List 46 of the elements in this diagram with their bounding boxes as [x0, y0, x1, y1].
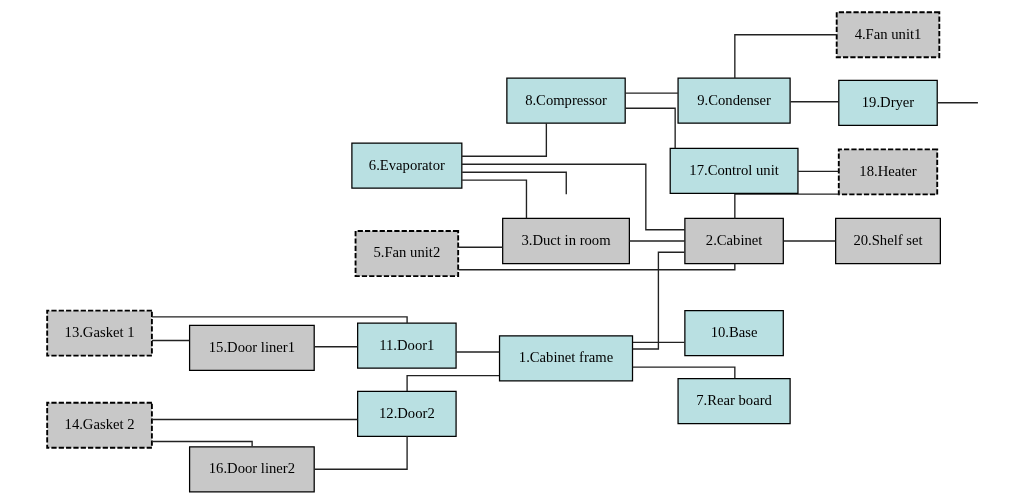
node-box: 9.Condenser — [676, 77, 791, 124]
connector — [457, 263, 735, 271]
connector — [313, 435, 408, 470]
connector — [733, 34, 837, 79]
connector — [796, 170, 839, 173]
connector — [733, 193, 839, 220]
connector — [457, 246, 503, 248]
node-box: 6.Evaporator — [350, 142, 462, 189]
connector — [150, 418, 358, 421]
node-box: 7.Rear board — [676, 378, 791, 425]
node-box: 18.Heater — [837, 148, 938, 196]
node-box: 15.Door liner1 — [188, 324, 315, 371]
connector — [460, 179, 527, 220]
connector — [150, 339, 190, 342]
node-box: 8.Compressor — [505, 77, 626, 124]
connector — [460, 122, 547, 157]
node-box: 13.Gasket 1 — [45, 309, 153, 357]
connector — [150, 316, 408, 324]
node-box: 11.Door1 — [356, 322, 457, 369]
connector — [461, 171, 567, 196]
connector — [150, 440, 253, 448]
node-box: 14.Gasket 2 — [45, 401, 153, 449]
connector — [628, 240, 686, 242]
node-box: 20.Shelf set — [834, 217, 941, 265]
node-box: 4.Fan unit1 — [835, 11, 940, 59]
node-box: 16.Door liner2 — [188, 446, 315, 493]
node-box: 17.Control unit — [669, 147, 799, 194]
connector — [405, 374, 500, 392]
connector — [789, 101, 839, 103]
node-box: 19.Dryer — [837, 79, 938, 126]
connector — [455, 351, 500, 353]
connector — [624, 107, 676, 149]
connector — [313, 346, 358, 348]
connector — [631, 366, 735, 379]
connector — [460, 163, 685, 231]
node-box: 2.Cabinet — [683, 217, 784, 265]
node-box: 10.Base — [683, 310, 784, 357]
node-box: 5.Fan unit2 — [354, 230, 459, 277]
connector — [631, 341, 685, 344]
node-box: 3.Duct in room — [501, 217, 630, 265]
connector — [936, 102, 979, 104]
node-box: 12.Door2 — [356, 390, 457, 437]
connector — [782, 240, 836, 242]
node-box: 1.Cabinet frame — [498, 335, 633, 382]
connector — [624, 92, 679, 94]
connector — [631, 251, 685, 350]
